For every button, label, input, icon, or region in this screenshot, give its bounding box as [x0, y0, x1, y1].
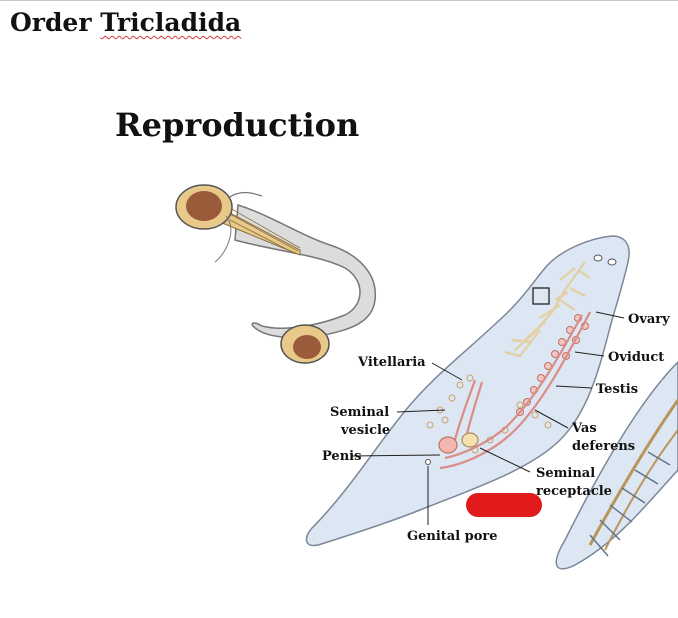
label-oviduct: Oviduct	[608, 350, 664, 365]
reproductive-ducts	[439, 311, 591, 470]
eyespots	[593, 254, 617, 266]
label-seminal-vesicle-line2: vesicle	[340, 423, 390, 438]
redaction-mark	[466, 493, 542, 517]
label-penis: Penis	[322, 449, 361, 464]
label-vas-deferens-line1: Vas	[571, 421, 597, 436]
partial-worm-illustration	[555, 360, 678, 570]
title-word-order: Order	[10, 8, 101, 37]
label-genital-pore: Genital pore	[407, 529, 498, 544]
section-heading: Reproduction	[115, 106, 360, 144]
label-testis: Testis	[596, 382, 638, 397]
genital-pore	[425, 459, 431, 465]
bulb-nucleus	[293, 335, 321, 359]
penis-bulb	[438, 436, 458, 454]
title-word-tricladida: Tricladida	[100, 8, 242, 37]
page-title: Order Tricladida	[10, 8, 241, 37]
label-ovary: Ovary	[628, 312, 670, 327]
flame-cell-nucleus	[186, 191, 222, 221]
seminal-receptacle	[461, 432, 479, 448]
label-vitellaria: Vitellaria	[357, 355, 426, 370]
flame-cell-illustration	[175, 184, 377, 364]
label-vas-deferens-line2: deferens	[572, 439, 635, 454]
planarian-body	[305, 235, 630, 547]
label-seminal-receptacle-line1: Seminal	[536, 466, 595, 481]
label-seminal-vesicle-line1: Seminal	[330, 405, 389, 420]
label-seminal-receptacle-line2: receptacle	[536, 484, 612, 499]
nerve-network	[504, 261, 591, 358]
detail-marker-square	[532, 287, 550, 305]
leader-lines	[351, 311, 625, 525]
top-border	[0, 0, 678, 1]
